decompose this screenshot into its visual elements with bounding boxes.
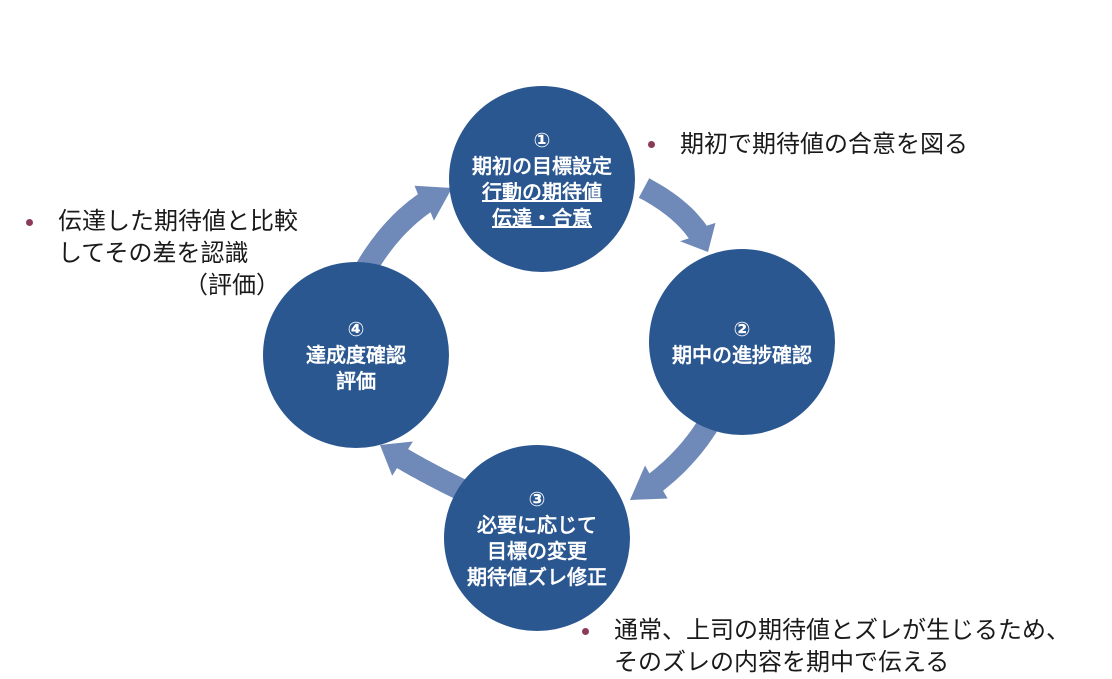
step-1-number: ① (533, 128, 551, 152)
step-4-line-1: 達成度確認 (306, 343, 406, 367)
step-2-circle: ② 期中の進捗確認 (649, 249, 835, 435)
step-3-number: ③ (528, 487, 546, 511)
note-bottom-right: 通常、上司の期待値とズレが生じるため、 そのズレの内容を期中で伝える (614, 614, 1070, 678)
note-left-line-1: 伝達した期待値と比較 (58, 207, 298, 235)
step-3-circle: ③ 必要に応じて 目標の変更 期待値ズレ修正 (444, 445, 630, 631)
step-1-line-2: 行動の期待値 (482, 180, 602, 204)
step-1-line-3: 伝達・合意 (492, 206, 592, 230)
step-4-number: ④ (347, 317, 365, 341)
arrow-1-to-2 (638, 178, 716, 252)
arrow-2-to-3 (630, 419, 718, 500)
step-2-number: ② (733, 317, 751, 341)
arrow-4-to-1 (355, 185, 452, 276)
step-4-circle: ④ 達成度確認 評価 (263, 262, 449, 448)
cycle-arrows (355, 178, 718, 500)
step-2-line-1: 期中の進捗確認 (672, 343, 812, 367)
note-top-right-line-1: 期初で期待値の合意を図る (680, 130, 968, 158)
bullet-icon (26, 219, 33, 226)
note-left-line-3: （評価） (184, 271, 280, 299)
step-3-line-1: 必要に応じて (477, 513, 597, 537)
step-4-line-2: 評価 (336, 369, 376, 393)
step-1-circle: ① 期初の目標設定 行動の期待値 伝達・合意 (449, 86, 635, 272)
note-bottom-right-line-2: そのズレの内容を期中で伝える (614, 648, 950, 676)
step-1-line-1: 期初の目標設定 (472, 154, 612, 178)
bullet-icon (648, 141, 655, 148)
bullet-icon (582, 628, 589, 635)
step-3-line-2: 目標の変更 (487, 539, 587, 563)
arrow-3-to-4 (380, 441, 467, 500)
step-3-line-3: 期待値ズレ修正 (467, 565, 607, 589)
note-bottom-right-line-1: 通常、上司の期待値とズレが生じるため、 (614, 616, 1070, 644)
note-left: 伝達した期待値と比較 してその差を認識 （評価） (58, 205, 298, 301)
note-top-right: 期初で期待値の合意を図る (680, 128, 968, 160)
note-left-line-2: してその差を認識 (58, 239, 249, 267)
